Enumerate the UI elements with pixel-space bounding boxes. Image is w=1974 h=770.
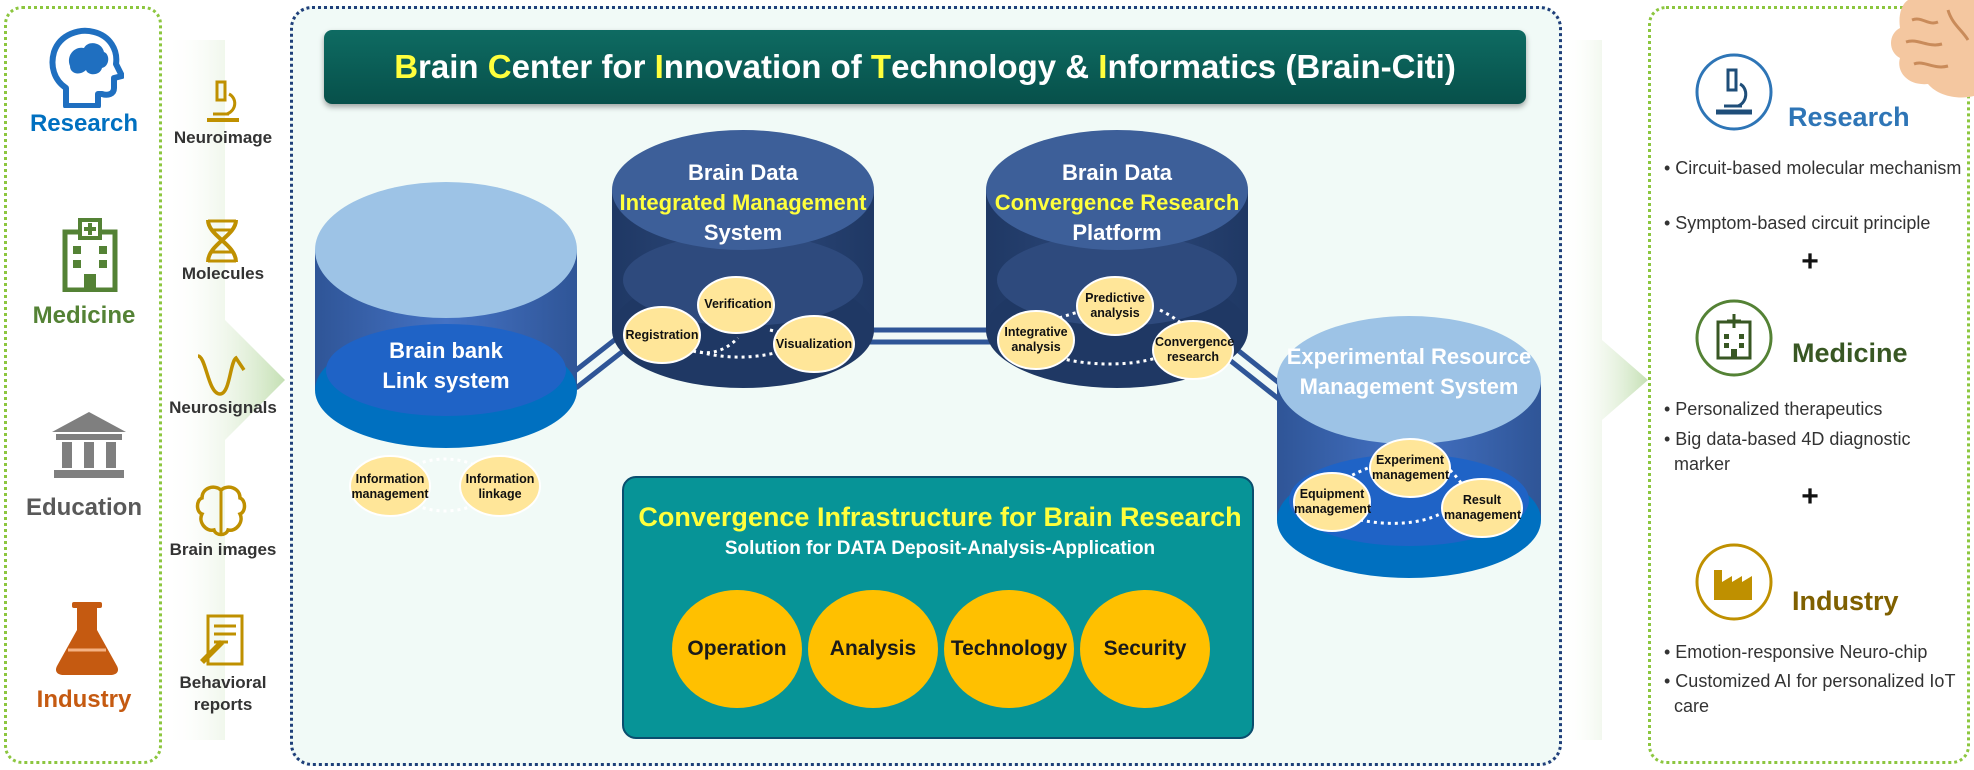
convergence-line2: Convergence Research [994, 190, 1240, 215]
source-label-molecules: Molecules [181, 264, 265, 283]
left-panel [4, 6, 162, 764]
source-label-neuroimage: Neuroimage [173, 128, 273, 147]
source-label-neurosignals: Neurosignals [169, 398, 277, 417]
left-label-medicine: Medicine [32, 302, 136, 329]
bubbles-integrated [623, 276, 855, 373]
industry-factory-icon [1695, 543, 1773, 621]
flask-icon [55, 602, 119, 675]
infra-item-technology: Technology [944, 590, 1074, 708]
left-label-research: Research [29, 110, 139, 137]
microscope-icon [207, 80, 239, 122]
system-diagram [315, 130, 1541, 578]
title-part: nnovation of [663, 48, 871, 85]
bubbles-convergence [997, 276, 1234, 380]
right-heading-medicine: Medicine [1792, 338, 1908, 368]
right-heading-industry: Industry [1792, 586, 1899, 616]
right-heading-research: Research [1788, 102, 1910, 132]
medicine-bullet-1: • Personalized therapeutics [1664, 399, 1883, 419]
bubble-visualization: Visualization [775, 337, 853, 351]
brain-bank-title: Brain bank Link system [315, 336, 577, 396]
hospital-icon [62, 218, 118, 292]
bubble-equipment-management: Equipment management [1294, 487, 1372, 516]
left-label-education: Education [25, 494, 142, 521]
left-label-industry: Industry [36, 686, 132, 713]
integrated-line2: Integrated Management [619, 190, 867, 215]
cylinder-brain-bank [315, 182, 577, 448]
infra-item-operation: Operation [672, 590, 802, 708]
infrastructure-box: Convergence Infrastructure for Brain Res… [622, 476, 1254, 739]
connector-integrated-convergence [868, 327, 990, 345]
title-part: I [654, 48, 664, 85]
title-part: T [870, 48, 892, 85]
infra-item-security: Security [1080, 590, 1210, 708]
bubbles-brain-bank [349, 455, 541, 517]
institution-icon [52, 412, 126, 478]
bubble-information-management: Information management [351, 472, 429, 501]
research-bullet-1: • Circuit-based molecular mechanism [1664, 158, 1962, 178]
bubble-result-management: Result management [1444, 493, 1522, 522]
plus-sign-1: + [1801, 245, 1819, 278]
convergence-title: Brain Data Convergence Research Platform [974, 158, 1260, 248]
integrated-line3: System [703, 220, 783, 245]
brain-icon [195, 485, 247, 537]
infrastructure-title: Convergence Infrastructure for Brain Res… [638, 502, 1242, 532]
head-brain-icon [49, 27, 124, 108]
wave-icon [197, 354, 246, 396]
infrastructure-subtitle: Solution for DATA Deposit-Analysis-Appli… [724, 538, 1156, 559]
bubble-information-linkage: Information linkage [465, 472, 535, 501]
bubble-predictive-analysis: Predictive analysis [1085, 291, 1145, 320]
integrated-title: Brain Data Integrated Management System [600, 158, 886, 248]
convergence-line1: Brain Data [1061, 160, 1173, 185]
experimental-line1: Experimental Resource [1286, 344, 1532, 369]
title-part: echnology & [891, 48, 1099, 85]
bubble-integrative-analysis: Integrative analysis [1004, 325, 1068, 354]
title-part: enter for [511, 48, 655, 85]
medicine-bullet-2: • Big data-based 4D diagnostic marker [1664, 429, 1911, 474]
research-microscope-icon [1695, 53, 1773, 131]
right-panel [1648, 6, 1970, 764]
experimental-line2: Management System [1299, 374, 1519, 399]
bubble-verification: Verification [704, 297, 772, 311]
medicine-hospital-icon [1695, 299, 1773, 377]
experimental-title: Experimental Resource Management System [1277, 342, 1541, 402]
report-icon [200, 614, 244, 666]
source-label-brain-images: Brain images [169, 540, 277, 559]
infra-item-analysis: Analysis [808, 590, 938, 708]
dna-icon [206, 219, 238, 263]
bubble-convergence-research: Convergence research [1155, 335, 1235, 364]
convergence-line3: Platform [1072, 220, 1162, 245]
integrated-line1: Brain Data [687, 160, 799, 185]
brain-illustration-icon [1891, 0, 1974, 98]
right-flow-arrow [1562, 40, 1648, 740]
brain-bank-line2: Link system [382, 368, 510, 393]
bubbles-experimental [1293, 438, 1523, 538]
bubble-registration: Registration [625, 328, 699, 342]
title-part: B [394, 48, 419, 85]
bubble-experiment-management: Experiment management [1372, 453, 1450, 482]
plus-sign-2: + [1801, 480, 1819, 513]
title-part: C [487, 48, 512, 85]
industry-bullet-1: • Emotion-responsive Neuro-chip [1664, 642, 1928, 662]
title-part: I [1098, 48, 1108, 85]
industry-bullet-2: • Customized AI for personalized IoT car… [1664, 671, 1956, 716]
title-part: rain [418, 48, 488, 85]
title-part: nformatics (Brain-Citi) [1107, 48, 1456, 85]
source-label-behavioral-reports: Behavioral reports [179, 673, 267, 714]
research-bullet-2: • Symptom-based circuit principle [1664, 213, 1931, 233]
brain-bank-line1: Brain bank [389, 338, 503, 363]
